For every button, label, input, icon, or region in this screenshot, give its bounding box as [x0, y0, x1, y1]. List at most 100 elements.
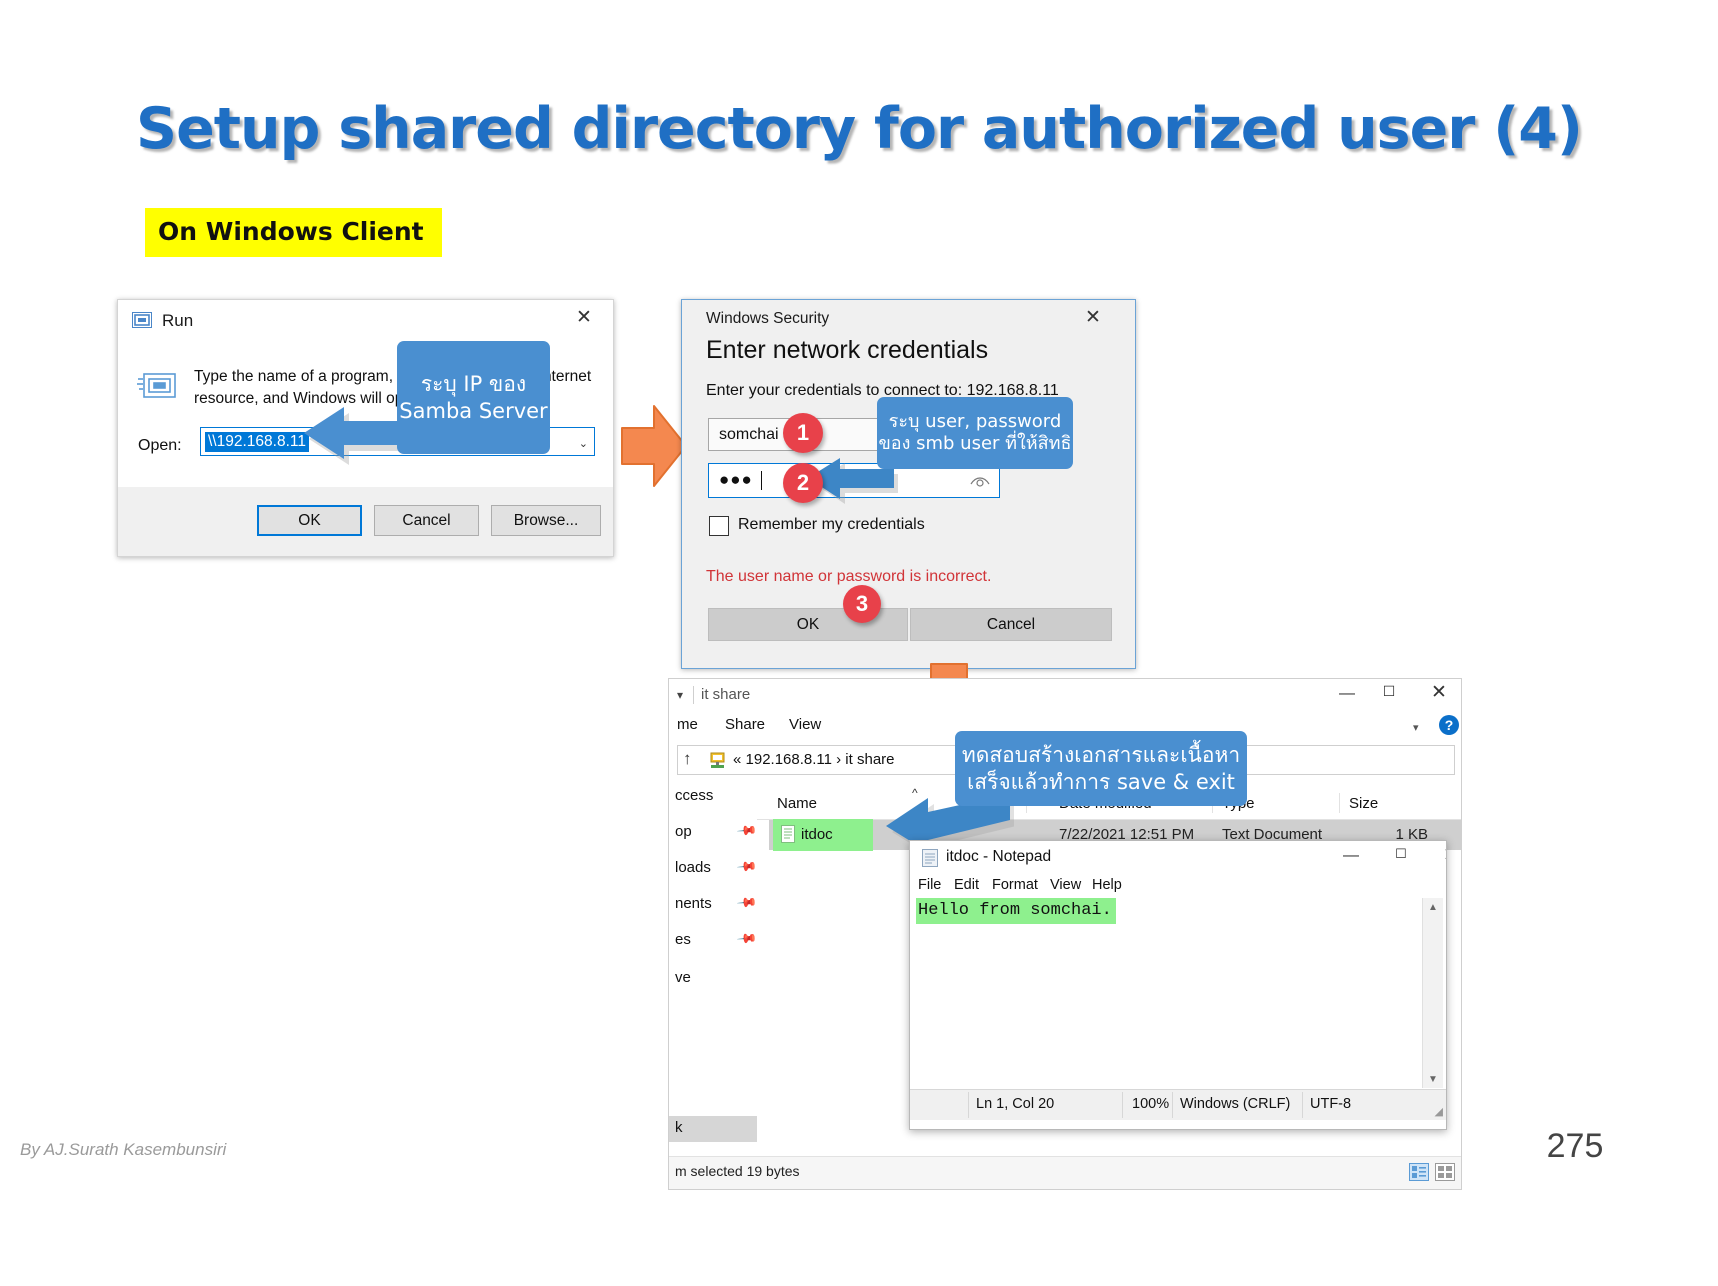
close-icon[interactable]: ✕: [1431, 682, 1447, 703]
file-date-modified: 7/22/2021 12:51 PM: [1059, 826, 1195, 843]
nav-item-quick-access[interactable]: ccess: [675, 787, 714, 804]
reveal-password-icon[interactable]: [970, 475, 990, 489]
nav-item-pictures[interactable]: es: [675, 931, 691, 948]
divider: [1122, 1092, 1123, 1118]
file-type: Text Document: [1222, 826, 1323, 843]
notepad-title: itdoc - Notepad: [946, 848, 1052, 865]
error-message: The user name or password is incorrect.: [706, 568, 992, 585]
notepad-text-content[interactable]: Hello from somchai.: [916, 898, 1116, 924]
line-ending: Windows (CRLF): [1180, 1096, 1291, 1112]
column-divider[interactable]: [1339, 793, 1340, 813]
chevron-down-icon[interactable]: ⌄: [578, 438, 588, 450]
cursor-position: Ln 1, Col 20: [976, 1096, 1055, 1112]
cancel-button[interactable]: Cancel: [910, 608, 1112, 641]
nav-item-onedrive[interactable]: ve: [675, 969, 691, 986]
run-illustration-icon: [137, 373, 176, 398]
step-badge-3: 3: [843, 585, 881, 623]
explorer-title: it share: [701, 686, 751, 703]
tab-home[interactable]: me: [677, 716, 698, 733]
menu-view[interactable]: View: [1050, 877, 1082, 893]
column-size[interactable]: Size: [1349, 795, 1379, 812]
nav-item-downloads[interactable]: loads: [675, 859, 711, 876]
pin-icon: 📌: [736, 927, 759, 950]
vertical-scrollbar[interactable]: ▲ ▼: [1422, 898, 1443, 1088]
notepad-app-icon: [922, 849, 938, 867]
chevron-down-icon[interactable]: ▾: [1413, 722, 1419, 734]
callout-ip-line1: ระบุ IP ของ: [420, 372, 527, 397]
maximize-icon[interactable]: ☐: [1382, 683, 1396, 699]
divider: [693, 686, 694, 704]
breadcrumb[interactable]: « 192.168.8.11 › it share: [733, 751, 895, 768]
security-prompt: Enter your credentials to connect to: 19…: [706, 382, 1059, 399]
minimize-icon[interactable]: —: [1343, 847, 1359, 864]
pin-icon: 📌: [736, 819, 759, 842]
close-icon[interactable]: ✕: [1085, 307, 1101, 328]
network-computer-icon: [710, 752, 725, 768]
divider: [968, 1092, 969, 1118]
callout-ip-line2: Samba Server: [399, 398, 548, 423]
sort-ascending-icon: ^: [912, 786, 918, 800]
footer-author: By AJ.Surath Kasembunsiri: [20, 1140, 227, 1159]
subtitle-highlight: On Windows Client: [145, 208, 442, 257]
nav-item-documents[interactable]: nents: [675, 895, 712, 912]
explorer-status-bar: [669, 1156, 1461, 1189]
up-arrow-icon[interactable]: ↑: [683, 749, 692, 768]
scroll-down-icon[interactable]: ▼: [1428, 1073, 1438, 1085]
notepad-menubar: File Edit Format View Help: [910, 874, 1446, 898]
menu-help[interactable]: Help: [1092, 877, 1122, 893]
run-title: Run: [162, 311, 194, 330]
username-value: somchai: [719, 426, 779, 443]
scroll-up-icon[interactable]: ▲: [1428, 901, 1438, 913]
tab-share[interactable]: Share: [725, 716, 766, 733]
minimize-icon[interactable]: —: [1339, 685, 1355, 702]
security-heading: Enter network credentials: [706, 336, 989, 364]
menu-edit[interactable]: Edit: [954, 877, 979, 893]
callout-ip: ระบุ IP ของ Samba Server: [397, 341, 550, 454]
remember-credentials-label: Remember my credentials: [738, 516, 925, 533]
zoom-level: 100%: [1132, 1096, 1170, 1112]
security-app-name: Windows Security: [706, 310, 830, 327]
ok-button[interactable]: OK: [257, 505, 362, 536]
callout-save-exit: ทดสอบสร้างเอกสารและเนื้อหา เสร็จแล้วทำกา…: [955, 731, 1247, 806]
navigation-pane: ccess op 📌 loads 📌 nents 📌 es 📌 ve k: [669, 787, 759, 1189]
text-caret: [761, 471, 762, 490]
close-icon[interactable]: ✕: [576, 307, 592, 328]
divider: [1302, 1092, 1303, 1118]
nav-item-network[interactable]: k: [675, 1119, 683, 1136]
resize-grip[interactable]: ◢: [1434, 1106, 1443, 1118]
browse-button[interactable]: Browse...: [491, 505, 601, 536]
page-title: Setup shared directory for authorized us…: [136, 96, 1583, 162]
remember-credentials-checkbox[interactable]: [709, 516, 729, 536]
notepad-status-bar: Ln 1, Col 20 100% Windows (CRLF) UTF-8 ◢: [910, 1089, 1446, 1120]
cancel-button[interactable]: Cancel: [374, 505, 479, 536]
pin-icon: 📌: [736, 855, 759, 878]
run-app-icon: [132, 312, 152, 328]
page-number: 275: [1546, 1127, 1604, 1165]
file-name[interactable]: itdoc: [801, 826, 833, 843]
tab-view[interactable]: View: [789, 716, 822, 733]
notepad-window: itdoc - Notepad — ☐ ✕ File Edit Format V…: [909, 840, 1447, 1130]
maximize-icon[interactable]: ☐: [1395, 846, 1407, 861]
explorer-status-text: m selected 19 bytes: [675, 1163, 800, 1179]
help-icon[interactable]: ?: [1439, 715, 1459, 735]
notepad-titlebar: itdoc - Notepad — ☐ ✕: [910, 841, 1446, 874]
password-value: ●●●: [719, 470, 753, 489]
explorer-titlebar: ▾ it share — ☐ ✕: [669, 679, 1461, 711]
nav-item-highlight: [669, 1116, 757, 1142]
column-name[interactable]: Name: [777, 795, 818, 812]
menu-format[interactable]: Format: [992, 877, 1038, 893]
ok-button[interactable]: OK: [708, 608, 908, 641]
open-label: Open:: [138, 437, 182, 454]
orange-arrow-right: [621, 405, 687, 487]
close-icon[interactable]: ✕: [1434, 846, 1446, 868]
callout-save-line1: ทดสอบสร้างเอกสารและเนื้อหา: [961, 743, 1241, 768]
step-badge-2: 2: [783, 463, 823, 503]
nav-item-desktop[interactable]: op: [675, 823, 692, 840]
view-layout-icons[interactable]: [1409, 1163, 1457, 1181]
callout-arrow-ip: [304, 407, 420, 465]
quick-access-toolbar-icon[interactable]: ▾: [677, 688, 684, 702]
callout-credentials: ระบุ user, password ของ smb user ที่ให้ส…: [877, 397, 1073, 469]
open-input-value: \\192.168.8.11: [205, 432, 309, 452]
callout-credentials-line1: ระบุ user, password: [888, 410, 1062, 432]
menu-file[interactable]: File: [918, 877, 942, 893]
